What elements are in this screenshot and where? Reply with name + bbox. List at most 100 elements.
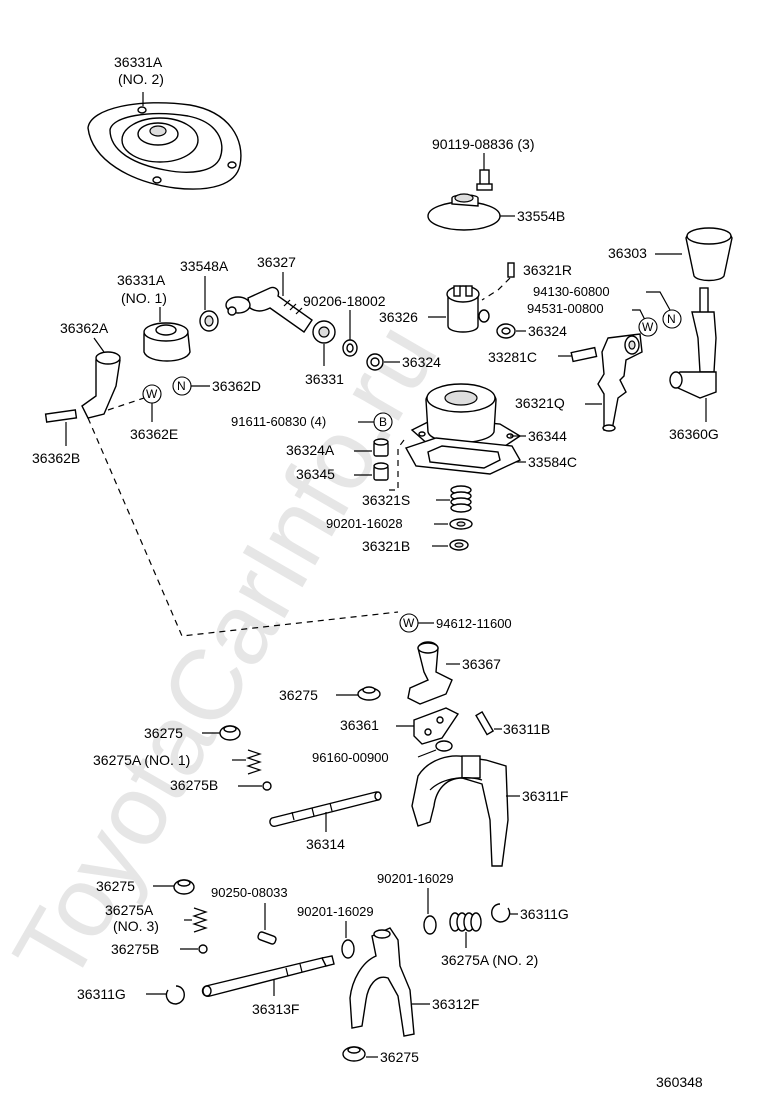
symbol-w-top: W xyxy=(638,317,658,337)
label-36344: 36344 xyxy=(528,428,567,444)
label-36275-b: 36275 xyxy=(144,725,183,741)
plug-36275-b xyxy=(219,725,241,741)
label-90119-08836: 90119-08836 (3) xyxy=(432,136,534,152)
label-36275a-no3: 36275A xyxy=(105,902,154,918)
ball-36275b-1 xyxy=(262,781,272,791)
pin-36311b xyxy=(475,711,495,736)
head-36361 xyxy=(413,707,460,745)
label-36311g-left: 36311G xyxy=(77,986,126,1002)
clip-36311g-left xyxy=(165,985,185,1005)
label-33281c: 33281C xyxy=(488,349,537,365)
label-36362a: 36362A xyxy=(60,320,109,336)
boot-plate-no2 xyxy=(87,102,242,190)
gasket-33584c xyxy=(404,437,521,475)
fork-36311f xyxy=(411,755,509,867)
label-36312f: 36312F xyxy=(432,996,479,1012)
label-36367: 36367 xyxy=(462,656,501,672)
label-96160-00900: 96160-00900 xyxy=(312,750,389,765)
label-94531-00800: 94531-00800 xyxy=(527,301,604,316)
spring-36275a-no2 xyxy=(449,912,482,932)
label-33554b: 33554B xyxy=(517,208,565,224)
svg-text:W: W xyxy=(403,616,415,630)
label-36362e: 36362E xyxy=(130,426,178,442)
label-36311g-right: 36311G xyxy=(520,906,569,922)
label-36324-right: 36324 xyxy=(528,323,567,339)
label-90201-16028: 90201-16028 xyxy=(326,516,403,531)
label-36275-c: 36275 xyxy=(96,878,135,894)
svg-text:W: W xyxy=(642,320,654,334)
label-36326: 36326 xyxy=(379,309,418,325)
label-36321s: 36321S xyxy=(362,492,410,508)
label-36313f: 36313F xyxy=(252,1001,299,1017)
symbol-b: B xyxy=(373,412,393,432)
spring-36275a-no3 xyxy=(192,907,208,933)
diagram-number: 360348 xyxy=(656,1074,703,1090)
svg-text:N: N xyxy=(177,379,186,393)
label-36331a-no2: 36331A xyxy=(114,54,163,70)
ball-36275b-2 xyxy=(198,944,208,954)
label-90206-18002: 90206-18002 xyxy=(303,293,386,309)
washer-90201-16029-a xyxy=(423,915,437,935)
label-36275-d: 36275 xyxy=(380,1049,419,1065)
label-no3: (NO. 3) xyxy=(113,918,159,934)
lever-36362a xyxy=(81,351,121,419)
label-94130-60800: 94130-60800 xyxy=(533,284,610,299)
lever-36367 xyxy=(407,641,453,705)
label-36360g: 36360G xyxy=(669,426,719,442)
fork-36312f xyxy=(349,927,415,1037)
boot-36331a-no1 xyxy=(143,322,191,362)
label-36324-center: 36324 xyxy=(402,354,441,370)
label-91611-60830: 91611-60830 (4) xyxy=(231,414,326,429)
rod-36314 xyxy=(269,791,382,828)
label-36321q: 36321Q xyxy=(515,395,565,411)
label-36362d: 36362D xyxy=(212,378,261,394)
spring-36275a-no1 xyxy=(246,749,262,775)
label-36314: 36314 xyxy=(306,836,345,852)
svg-text:N: N xyxy=(667,312,676,326)
plug-36275-d xyxy=(342,1046,366,1062)
pin-90250 xyxy=(257,931,277,945)
label-33584c: 33584C xyxy=(528,454,577,470)
label-36327: 36327 xyxy=(257,254,296,270)
plug-36275-a xyxy=(357,686,381,701)
clip-36311g-right xyxy=(491,903,511,923)
label-36321r: 36321R xyxy=(523,262,572,278)
label-no2: (NO. 2) xyxy=(118,71,164,87)
label-36275b-2: 36275B xyxy=(111,941,159,957)
label-36275b-1: 36275B xyxy=(170,777,218,793)
svg-text:B: B xyxy=(379,415,387,429)
lever-36321q xyxy=(597,333,643,432)
label-36361: 36361 xyxy=(340,717,379,733)
label-36303: 36303 xyxy=(608,245,647,261)
pin-36321r xyxy=(507,262,515,278)
svg-text:W: W xyxy=(146,387,158,401)
bushing-36331 xyxy=(312,320,336,344)
label-no1: (NO. 1) xyxy=(121,290,167,306)
shift-knob-36303 xyxy=(685,227,733,282)
label-36345: 36345 xyxy=(296,466,335,482)
bushing-33548a xyxy=(199,310,219,332)
plug-36275-c xyxy=(173,879,195,895)
bushing-36345 xyxy=(373,462,389,481)
label-36331a-no1: 36331A xyxy=(117,272,166,288)
symbol-n-top: N xyxy=(662,309,682,329)
symbol-w-94612: W xyxy=(399,613,419,633)
pin-36362b xyxy=(44,409,78,423)
label-36275-a: 36275 xyxy=(279,687,318,703)
seat-36326 xyxy=(446,285,490,333)
rod-36313f xyxy=(201,955,335,997)
symbol-w-left: W xyxy=(142,384,162,404)
label-36331: 36331 xyxy=(305,371,344,387)
label-36362b: 36362B xyxy=(32,450,80,466)
shaft-36327 xyxy=(225,286,313,333)
label-94612-11600: 94612-11600 xyxy=(436,616,512,631)
plate-33554b xyxy=(427,193,501,231)
pin-33281c xyxy=(570,346,598,363)
washer-90201-16029-b xyxy=(341,939,355,959)
clip-96160 xyxy=(435,740,453,752)
label-36324a: 36324A xyxy=(286,442,335,458)
spring-36321s xyxy=(450,485,472,513)
symbol-n-left: N xyxy=(172,376,192,396)
label-36321b: 36321B xyxy=(362,538,410,554)
